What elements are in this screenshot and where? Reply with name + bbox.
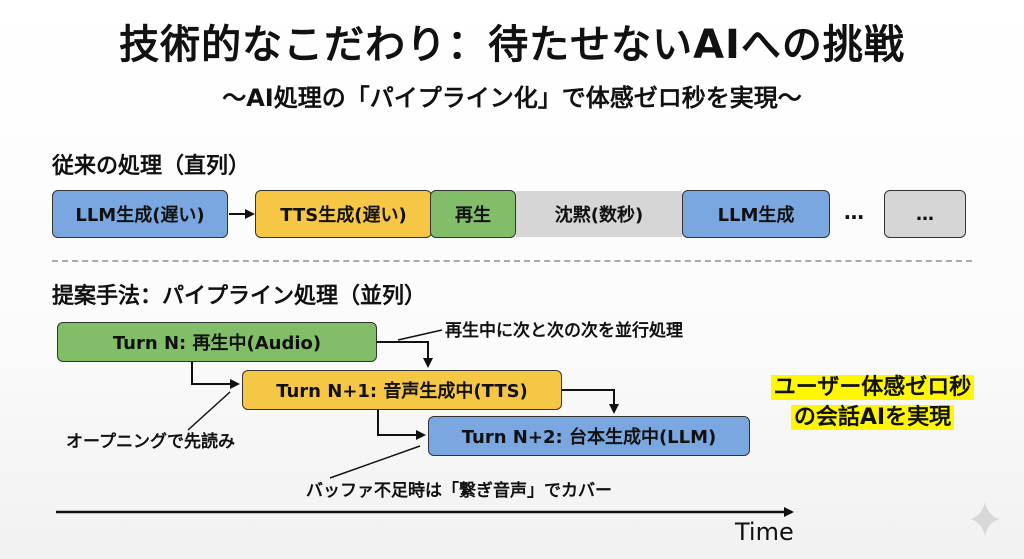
- serial-step-tts: TTS生成(遅い): [255, 190, 432, 238]
- serial-step-llm-next: LLM生成: [682, 190, 830, 238]
- arrow-n1-to-n2-top: [562, 389, 619, 414]
- highlight-line-1: ユーザー体感ゼロ秒: [770, 375, 975, 400]
- section-divider: [52, 260, 972, 262]
- turn-n1-box: Turn N+1: 音声生成中(TTS): [242, 370, 562, 410]
- serial-step-more: …: [884, 190, 966, 238]
- buffer-note-pointer: [329, 445, 421, 479]
- serial-heading: 従来の処理（直列）: [52, 154, 251, 179]
- arrow-n-to-n1-top: [377, 341, 433, 368]
- arrow-n1-to-n2: [377, 410, 426, 440]
- serial-ellipsis: …: [844, 200, 864, 224]
- serial-step-llm: LLM生成(遅い): [52, 190, 228, 238]
- sparkle-icon: [970, 502, 1000, 536]
- prefetch-note: オープニングで先読み: [66, 432, 235, 452]
- buffer-note: バッファ不足時は「繋ぎ音声」でカバー: [306, 481, 612, 501]
- page-title: 技術的なこだわり：待たせないAIへの挑戦: [119, 22, 905, 68]
- time-label: Time: [735, 518, 794, 546]
- pipeline-heading: 提案手法：パイプライン処理（並列）: [52, 284, 427, 309]
- serial-step-play: 再生: [430, 190, 516, 238]
- serial-step-silence: 沈黙(数秒): [516, 191, 682, 237]
- turn-n2-box: Turn N+2: 台本生成中(LLM): [428, 416, 750, 456]
- highlight-callout: ユーザー体感ゼロ秒 の会話AIを実現: [750, 373, 995, 433]
- highlight-line-2: の会話AIを実現: [790, 405, 955, 430]
- prefetch-note-pointer: [187, 391, 231, 431]
- parallel-note-pointer: [397, 329, 443, 341]
- page-subtitle: 〜AI処理の「パイプライン化」で体感ゼロ秒を実現〜: [222, 84, 802, 112]
- turn-n-box: Turn N: 再生中(Audio): [57, 322, 377, 362]
- parallel-note: 再生中に次と次の次を並行処理: [445, 321, 683, 341]
- arrow-n-to-n1: [191, 362, 240, 389]
